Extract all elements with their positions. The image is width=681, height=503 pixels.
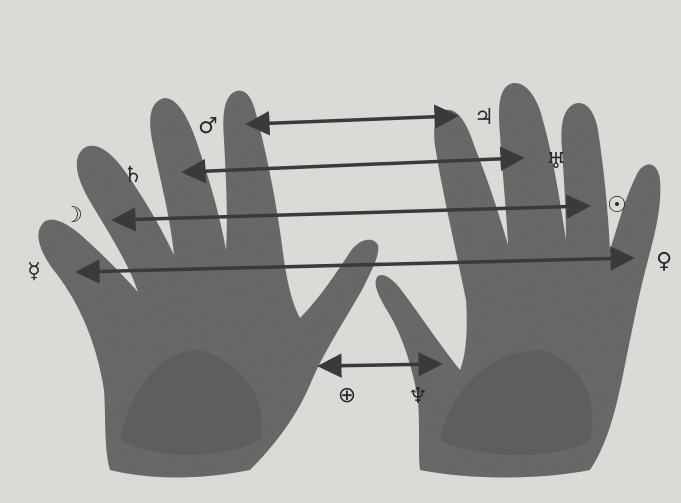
neptune-symbol: ♆ [408, 386, 428, 408]
saturn-symbol: ♄ [123, 165, 143, 187]
sun-symbol: ☉ [607, 195, 627, 217]
moon-symbol: ☽ [63, 205, 83, 227]
venus-symbol: ♀ [656, 251, 672, 273]
arrow-earth-neptune [322, 364, 438, 366]
uranus-symbol: ♅ [546, 151, 566, 173]
mercury-symbol: ☿ [27, 261, 41, 283]
mars-symbol: ♂ [198, 116, 218, 138]
jupiter-symbol: ♃ [474, 107, 494, 129]
earth-symbol: ⊕ [338, 385, 356, 407]
